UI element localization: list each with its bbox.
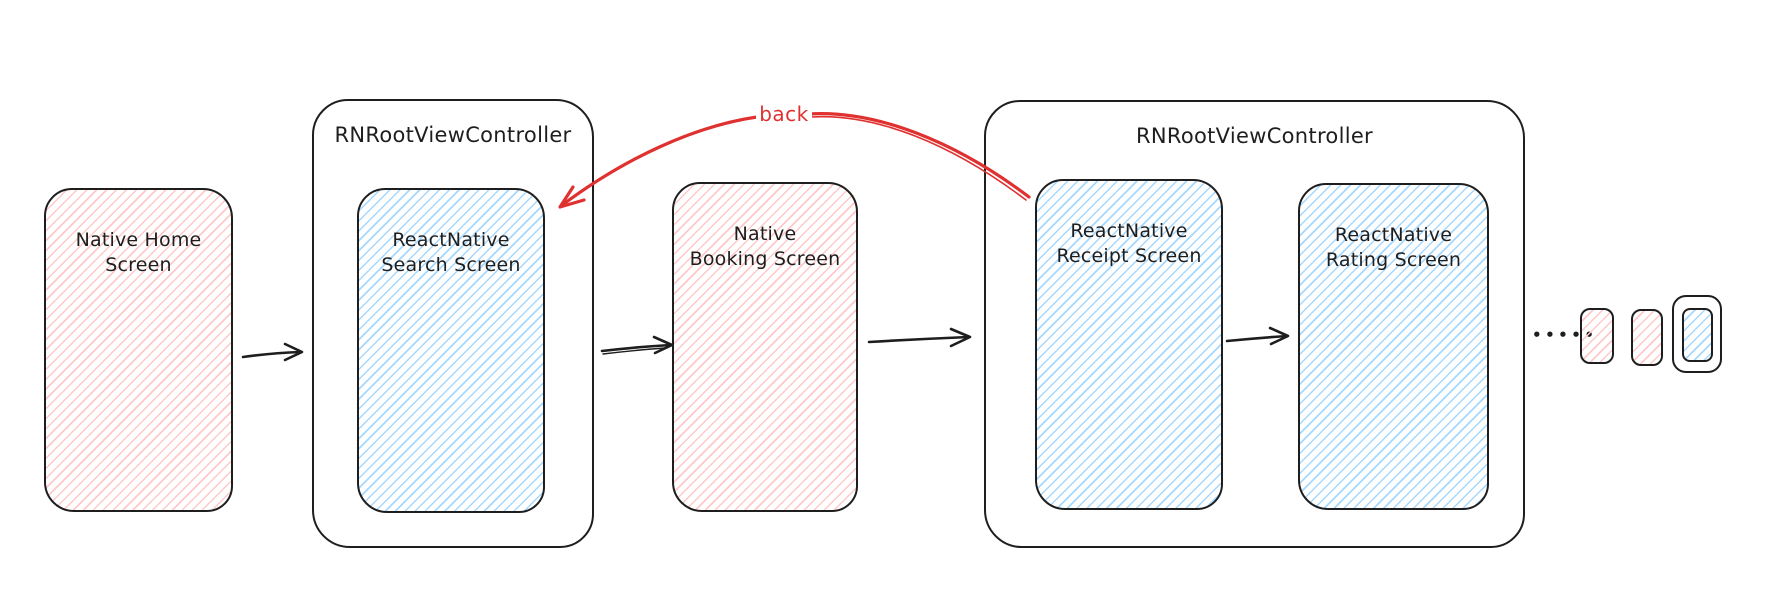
- mini-native-screen-1: [1580, 308, 1614, 364]
- native-home-screen-node: Native Home Screen: [44, 188, 233, 512]
- reactnative-receipt-screen-label: ReactNative Receipt Screen: [1037, 219, 1221, 269]
- native-home-screen-label-line1: Native Home: [75, 229, 202, 251]
- rnroot-container-1-label: RNRootViewController: [334, 123, 572, 147]
- rnroot-container-2-label: RNRootViewController: [1135, 124, 1373, 148]
- mini-native-screen-2: [1631, 309, 1663, 366]
- native-booking-screen-node: Native Booking Screen: [672, 182, 858, 512]
- reactnative-rating-screen-label: ReactNative Rating Screen: [1300, 223, 1487, 273]
- arrow-booking-to-rnroot2-head: [949, 327, 972, 348]
- reactnative-rating-screen-node: ReactNative Rating Screen: [1298, 183, 1489, 510]
- native-home-screen-label: Native Home Screen: [46, 228, 231, 278]
- native-booking-screen-label-line2: Booking Screen: [689, 248, 841, 271]
- mini-rnroot-container: [1672, 295, 1722, 373]
- reactnative-rating-screen-label-line1: ReactNative: [1334, 224, 1453, 246]
- back-arrow-label: back: [756, 102, 812, 126]
- native-booking-screen-label: Native Booking Screen: [674, 222, 856, 272]
- reactnative-search-screen-label: ReactNative Search Screen: [359, 228, 543, 278]
- native-booking-screen-label-line1: Native: [733, 223, 797, 245]
- arrow-home-to-rnroot1: [241, 350, 303, 359]
- reactnative-receipt-screen-label-line2: Receipt Screen: [1056, 245, 1202, 268]
- arrow-rnroot1-to-booking-shadow: [602, 347, 666, 355]
- reactnative-rating-screen-label-line2: Rating Screen: [1325, 249, 1462, 272]
- reactnative-search-screen-label-line2: Search Screen: [381, 254, 521, 277]
- mini-reactnative-screen: [1682, 308, 1713, 362]
- native-home-screen-label-line2: Screen: [105, 254, 172, 277]
- reactnative-search-screen-node: ReactNative Search Screen: [357, 188, 545, 513]
- arrow-rnroot1-to-booking-head: [652, 335, 674, 355]
- arrow-booking-to-rnroot2: [867, 335, 971, 344]
- arrow-rnroot1-to-booking: [600, 343, 673, 353]
- arrow-home-to-rnroot1-head: [283, 342, 304, 362]
- reactnative-search-screen-label-line1: ReactNative: [392, 229, 510, 251]
- reactnative-receipt-screen-node: ReactNative Receipt Screen: [1035, 179, 1223, 510]
- continuation-ellipsis: •••••: [1532, 326, 1598, 344]
- reactnative-receipt-screen-label-line1: ReactNative: [1070, 220, 1188, 242]
